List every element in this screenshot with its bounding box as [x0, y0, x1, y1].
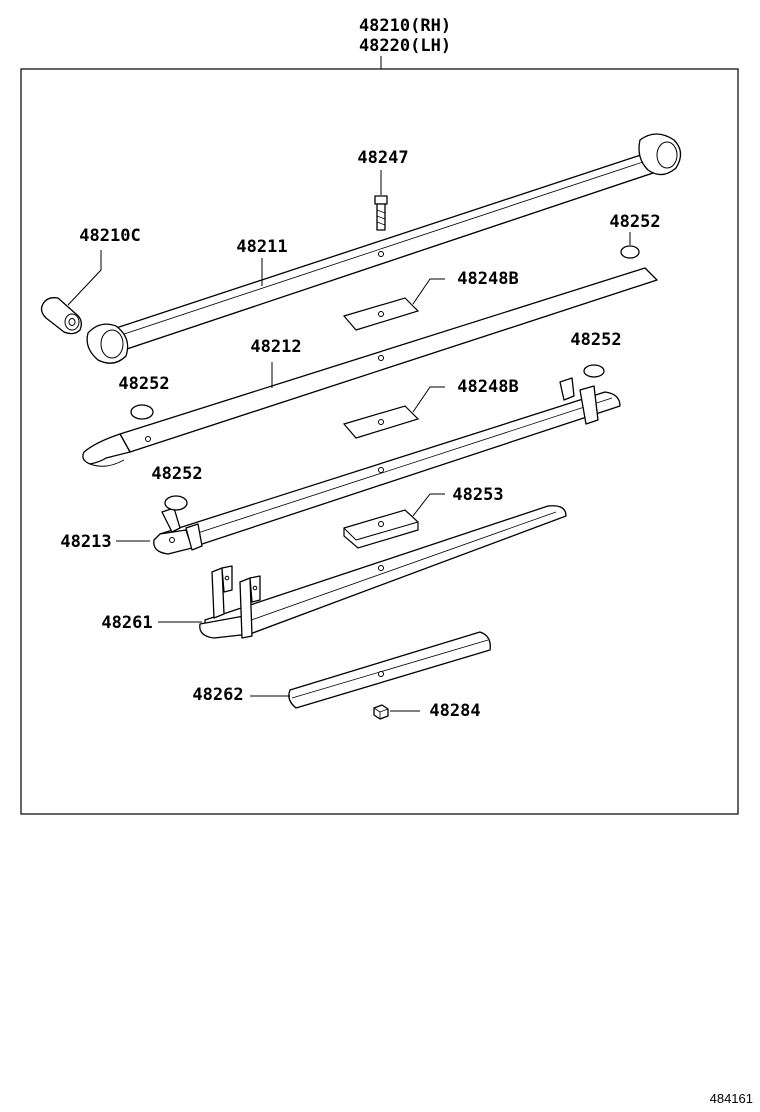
diagram-frame [20, 68, 739, 815]
pad-top-right-part [620, 245, 640, 259]
label-bolt: 48247 [357, 148, 408, 168]
center-bolt-part [374, 195, 388, 231]
bushing-part [40, 297, 82, 335]
assembly-number-lh: 48220(LH) [359, 36, 451, 56]
lower-clip-plate-part [342, 405, 420, 439]
plate-upper-leader [412, 278, 445, 305]
label-pad-left-upper: 48252 [118, 374, 169, 394]
label-leaf-1: 48211 [236, 237, 287, 257]
label-pad-left-lower: 48252 [151, 464, 202, 484]
upper-clip-plate-part [342, 297, 420, 331]
pad-left-lower-part [164, 495, 188, 511]
label-plate-upper: 48248B [457, 269, 518, 289]
third-leaf-part [153, 377, 621, 555]
label-pad-top-right: 48252 [609, 212, 660, 232]
label-pad-mid-right: 48252 [570, 330, 621, 350]
label-spacer: 48253 [452, 485, 503, 505]
pad-mid-right-part [583, 364, 605, 378]
label-leaf-2: 48212 [250, 337, 301, 357]
pad-left-upper-part [130, 404, 154, 420]
assembly-number-rh: 48210(RH) [359, 16, 451, 36]
label-leaf-3: 48213 [60, 532, 111, 552]
main-leaf-part [86, 133, 682, 364]
spacer-leader [412, 493, 445, 517]
spacer-plate-part [343, 509, 419, 549]
bushing-leader [67, 250, 102, 306]
fifth-leaf-part [288, 631, 491, 709]
label-leaf-5: 48262 [192, 685, 243, 705]
figure-id: 484161 [710, 1091, 753, 1106]
fourth-leaf-part [199, 505, 567, 639]
label-plate-lower: 48248B [457, 377, 518, 397]
label-leaf-4: 48261 [101, 613, 152, 633]
second-leaf-part [82, 267, 658, 467]
plate-lower-leader [412, 386, 445, 413]
label-bushing: 48210C [79, 226, 140, 246]
label-nut: 48284 [429, 701, 480, 721]
nut-part [373, 704, 389, 720]
